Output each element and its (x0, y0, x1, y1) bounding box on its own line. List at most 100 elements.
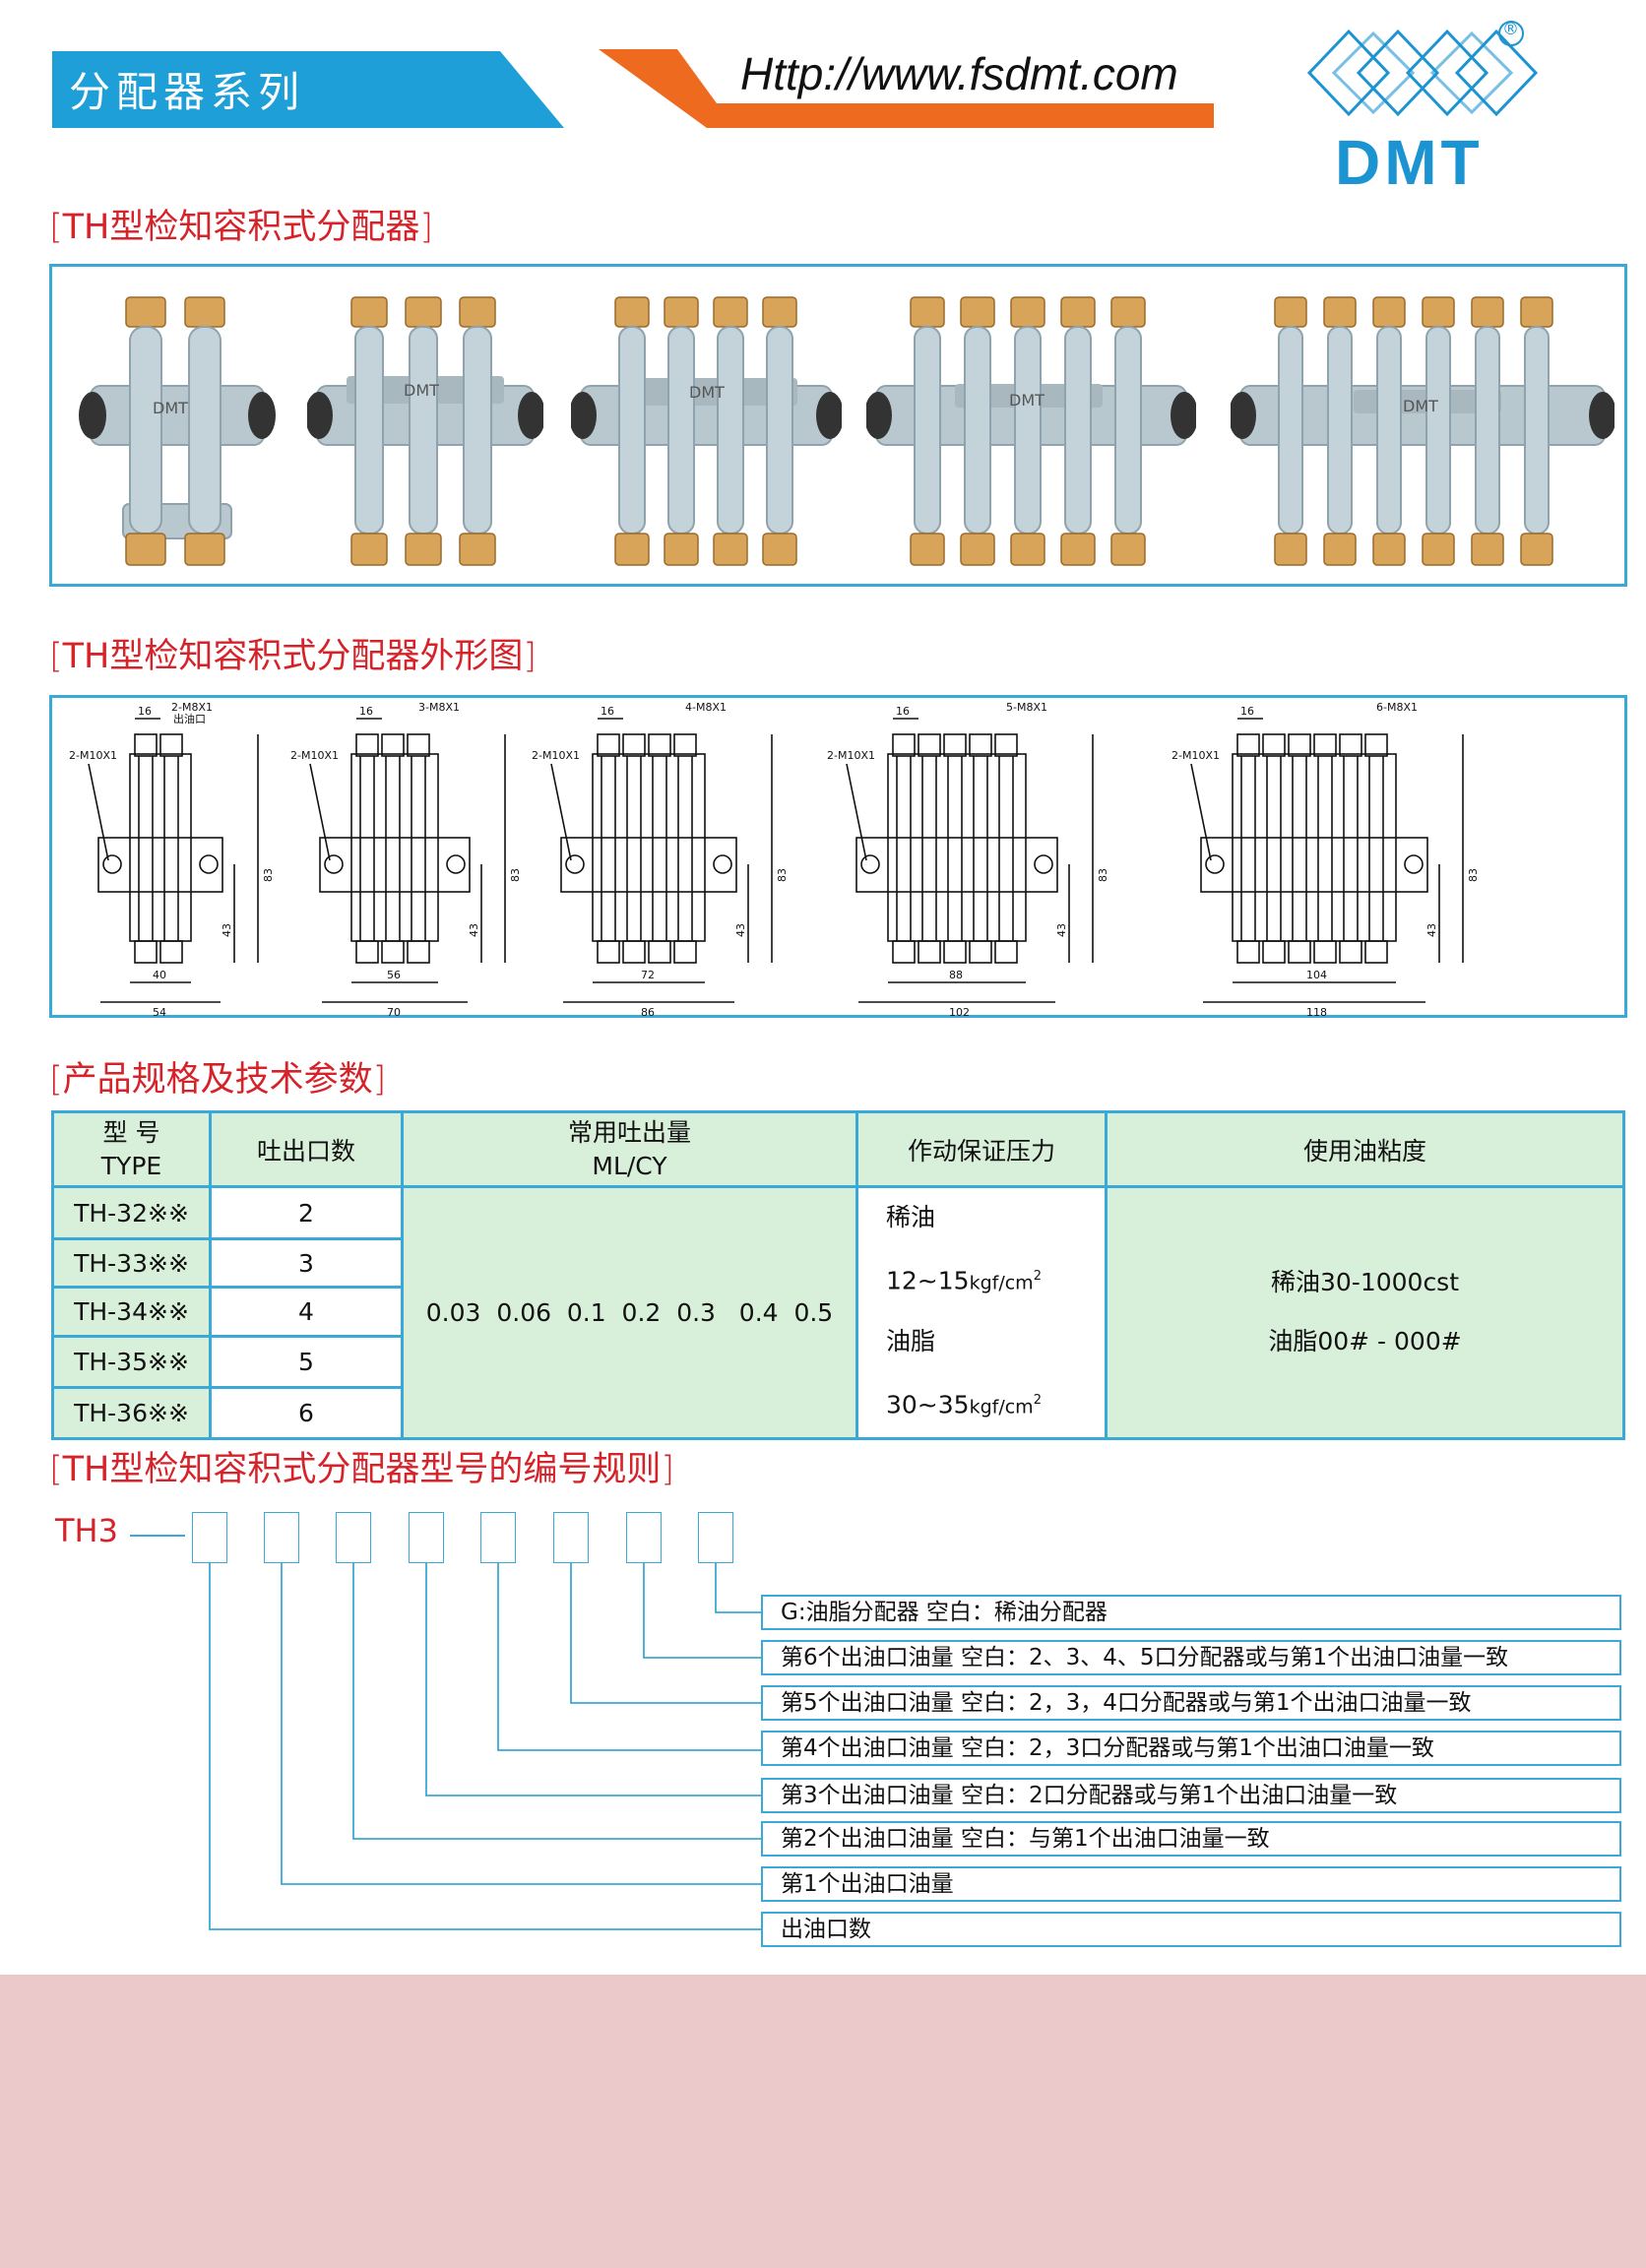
product-photo-3: DMT (307, 296, 543, 566)
outlet-fitting (969, 940, 992, 964)
svg-text:DMT: DMT (404, 381, 439, 400)
outlet-fitting (407, 733, 430, 757)
series-title: 分配器系列 (69, 68, 306, 116)
photos-panel (49, 264, 1627, 587)
code-box-2 (264, 1512, 299, 1563)
height-label: 83 (1467, 868, 1480, 882)
rule-item: 第3个出油口油量 空白：2口分配器或与第1个出油口油量一致 (761, 1778, 1621, 1813)
drawing-plate (560, 837, 737, 893)
rule-item: 第6个出油口油量 空白：2、3、4、5口分配器或与第1个出油口油量一致 (761, 1640, 1621, 1675)
drawing-body (1232, 753, 1397, 942)
outer-width-label: 54 (153, 1006, 166, 1018)
low-height-label: 43 (221, 923, 233, 937)
svg-text:DMT: DMT (1009, 391, 1045, 410)
leader-line (1190, 763, 1212, 861)
outlet-fitting (994, 733, 1018, 757)
height-label: 83 (776, 868, 789, 882)
leader-line (88, 763, 109, 861)
inner-width-label: 88 (949, 969, 963, 981)
inner-width-label: 104 (1306, 969, 1327, 981)
rule-item: G:油脂分配器 空白：稀油分配器 (761, 1595, 1621, 1630)
outlet-thread-label: 4-M8X1 (685, 701, 727, 714)
pitch-label: 16 (1240, 705, 1254, 718)
section-heading-specs: [产品规格及技术参数] (49, 1060, 387, 1100)
outlet-fitting (1236, 940, 1260, 964)
outlet-fitting (134, 940, 158, 964)
outlet-fitting (381, 733, 405, 757)
outer-width-label: 70 (387, 1006, 401, 1018)
registered-mark: ® (1502, 20, 1519, 39)
code-box-7 (626, 1512, 662, 1563)
outlet-fitting (892, 733, 916, 757)
inner-width-label: 56 (387, 969, 401, 981)
outer-width-label: 118 (1306, 1006, 1327, 1018)
drawings-panel (49, 695, 1627, 1018)
drawing-plate (97, 837, 223, 893)
website-url[interactable]: Http://www.fsdmt.com (740, 48, 1178, 99)
outlet-fitting (597, 940, 620, 964)
outlet-fitting (1364, 733, 1388, 757)
model-cell: TH-32※※ (51, 1184, 212, 1241)
rule-item: 第4个出油口油量 空白：2，3口分配器或与第1个出油口油量一致 (761, 1731, 1621, 1766)
outlet-fitting (1288, 733, 1311, 757)
dmt-logo-icon (1306, 21, 1539, 117)
height-label: 83 (262, 868, 275, 882)
code-box-1 (192, 1512, 227, 1563)
outlet-fitting (1339, 733, 1362, 757)
outlet-fitting (159, 733, 183, 757)
outlet-fitting (355, 733, 379, 757)
product-photo-5: DMT (866, 296, 1196, 566)
mount-hole (565, 854, 585, 874)
outlet-thread-label: 5-M8X1 (1006, 701, 1047, 714)
code-prefix: TH3 (55, 1512, 118, 1549)
outlet-fitting (1288, 940, 1311, 964)
outer-width-label: 102 (949, 1006, 970, 1018)
height-label: 83 (1097, 868, 1109, 882)
rule-item: 第2个出油口油量 空白：与第1个出油口油量一致 (761, 1821, 1621, 1857)
mount-hole (1404, 854, 1424, 874)
pitch-label: 16 (896, 705, 910, 718)
outlet-fitting (134, 733, 158, 757)
series-banner (52, 51, 564, 128)
outlet-fitting (1236, 733, 1260, 757)
outlets-cell: 4 (209, 1286, 404, 1338)
discharge-values: 0.03 0.06 0.1 0.2 0.3 0.4 0.5 (401, 1185, 858, 1440)
header-type: 型 号 TYPE (51, 1110, 212, 1188)
url-banner (599, 49, 1214, 128)
mount-hole (713, 854, 732, 874)
port-thread-label: 2-M10X1 (69, 749, 117, 762)
outlet-fitting (892, 940, 916, 964)
code-box-3 (336, 1512, 371, 1563)
rule-item: 第1个出油口油量 (761, 1866, 1621, 1902)
drawing-body (887, 753, 1027, 942)
product-photo-2: DMT (79, 296, 276, 566)
outlet-fitting (918, 940, 941, 964)
outlet-fitting (597, 733, 620, 757)
outlet-fitting (994, 940, 1018, 964)
outlet-fitting (918, 733, 941, 757)
model-cell: TH-34※※ (51, 1286, 212, 1338)
product-photo-6: DMT (1231, 296, 1614, 566)
coding-connectors (130, 1535, 761, 1930)
product-photo-4: DMT (571, 296, 842, 566)
mount-hole (446, 854, 466, 874)
outlet-fitting (1313, 940, 1337, 964)
outlet-fitting (673, 940, 697, 964)
low-height-label: 43 (1055, 923, 1068, 937)
mount-hole (199, 854, 219, 874)
low-height-label: 43 (734, 923, 747, 937)
outlet-sub-label: 出油口 (173, 712, 206, 725)
section-heading-coding: [TH型检知容积式分配器型号的编号规则] (49, 1450, 675, 1489)
mount-hole (1034, 854, 1053, 874)
port-thread-label: 2-M10X1 (532, 749, 580, 762)
outlets-cell: 2 (209, 1184, 404, 1241)
spec-table: 型 号 TYPE 吐出口数 常用吐出量 ML/CY 作动保证压力 使用油粘度 T… (51, 1110, 1625, 1440)
leader-line (550, 763, 572, 861)
outlet-fitting (1262, 940, 1286, 964)
outlets-cell: 6 (209, 1385, 404, 1440)
model-cell: TH-35※※ (51, 1334, 212, 1389)
mount-hole (1205, 854, 1225, 874)
drawing-body (592, 753, 706, 942)
outlet-fitting (648, 733, 671, 757)
header-outlets: 吐出口数 (209, 1110, 404, 1188)
